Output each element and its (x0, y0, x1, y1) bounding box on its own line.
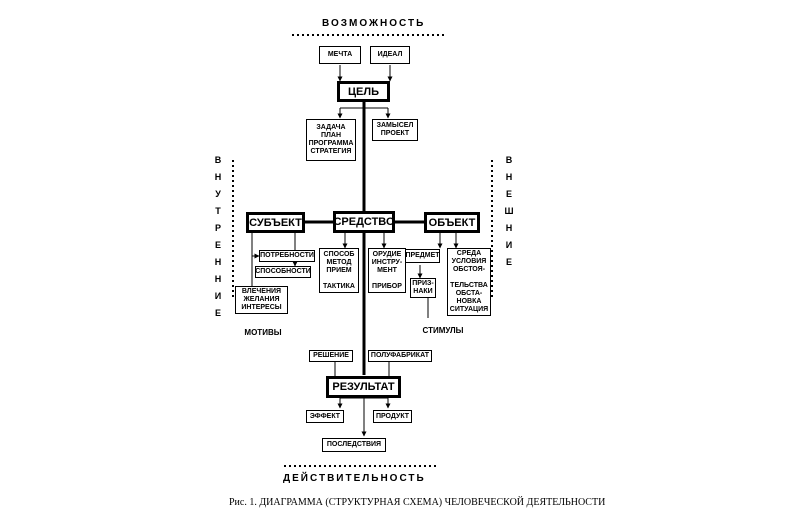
side-right-letter: Е (505, 257, 512, 267)
side-left-letter: Н (214, 257, 222, 267)
box-effekt: ЭФФЕКТ (306, 410, 344, 423)
box-sredstvo: СРЕДСТВО (333, 211, 395, 233)
box-potrebnosti: ПОТРЕБНОСТИ (259, 250, 315, 262)
side-right-letter: Ш (504, 206, 514, 216)
side-left-letter: У (215, 189, 221, 199)
side-left-letter: Е (214, 308, 221, 318)
box-ideal: ИДЕАЛ (370, 46, 410, 64)
box-sposobnosti: СПОСОБНОСТИ (255, 266, 311, 278)
box-vlecheniya: ВЛЕЧЕНИЯ ЖЕЛАНИЯ ИНТЕРЕСЫ (235, 286, 288, 314)
side-right-letter: В (505, 155, 513, 165)
box-sreda-usloviya: СРЕДА УСЛОВИЯ ОБСТОЯ- ТЕЛЬСТВА ОБСТА- НО… (447, 248, 491, 316)
side-right-letter: Н (505, 223, 513, 233)
box-predmet: ПРЕДМЕТ (405, 249, 440, 263)
box-rezultat: РЕЗУЛЬТАТ (326, 376, 401, 398)
side-left-letter: Е (214, 240, 221, 250)
box-mechta: МЕЧТА (319, 46, 361, 64)
top-label-vozmozhnost: ВОЗМОЖНОСТЬ (322, 18, 426, 29)
bottom-label-deystvitelnost: ДЕЙСТВИТЕЛЬНОСТЬ (283, 473, 426, 484)
box-object: ОБЪЕКТ (424, 212, 480, 233)
side-left-letter: Н (214, 172, 222, 182)
side-left-letter: В (214, 155, 222, 165)
box-subject: СУБЪЕКТ (246, 212, 305, 233)
box-zadacha-plan: ЗАДАЧА ПЛАН ПРОГРАММА СТРАТЕГИЯ (306, 119, 356, 161)
box-posledstviya: ПОСЛЕДСТВИЯ (322, 438, 386, 452)
side-right-letter: Е (505, 189, 512, 199)
side-left-letter: И (214, 291, 222, 301)
label-stimuly: СТИМУЛЫ (422, 326, 464, 335)
label-motivy: МОТИВЫ (244, 328, 282, 337)
side-right-letter: И (505, 240, 513, 250)
box-tsel: ЦЕЛЬ (337, 81, 390, 102)
box-priznaki: ПРИЗ- НАКИ (410, 278, 436, 298)
side-right-letter: Н (505, 172, 513, 182)
side-left-letter: Н (214, 274, 222, 284)
box-sposob-metod: СПОСОБ МЕТОД ПРИЕМ ТАКТИКА (319, 248, 359, 293)
box-orudie-instrument: ОРУДИЕ ИНСТРУ- МЕНТ ПРИБОР (368, 248, 406, 293)
box-resheniye: РЕШЕНИЕ (309, 350, 353, 362)
box-produkt: ПРОДУКТ (373, 410, 412, 423)
box-polufabrikat: ПОЛУФАБРИКАТ (368, 350, 432, 362)
side-left-letter: Р (214, 223, 221, 233)
side-left-letter: Т (215, 206, 221, 216)
figure-caption: Рис. 1. ДИАГРАММА (СТРУКТУРНАЯ СХЕМА) ЧЕ… (229, 497, 606, 508)
box-zamysel-proekt: ЗАМЫСЕЛ ПРОЕКТ (372, 119, 418, 141)
